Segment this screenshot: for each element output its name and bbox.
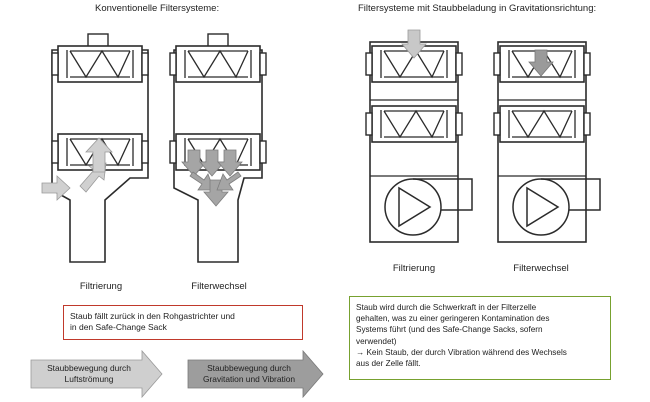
legend-gravity-line1: Staubbewegung durch <box>207 363 291 373</box>
note-gravity-line5: → Kein Staub, der durch Vibration währen… <box>356 347 567 357</box>
caption-conventional-change: Filterwechsel <box>191 281 247 292</box>
note-gravity-line4: verwendet) <box>356 336 397 346</box>
note-conventional-line2: in den Safe-Change Sack <box>70 322 167 332</box>
legend-gravity-line2: Gravitation und Vibration <box>202 373 296 384</box>
caption-conventional-filtration: Filtrierung <box>79 281 123 292</box>
title-conventional: Konventionelle Filtersysteme: <box>95 3 220 14</box>
note-gravity-line2: gehalten, was zu einer geringeren Kontam… <box>356 314 550 324</box>
legend-arrow-gravity <box>187 349 324 399</box>
caption-gravity-change: Filterwechsel <box>513 263 569 274</box>
legend-airflow-line2: Luftströmung <box>64 373 114 384</box>
gravity-arrows-change <box>181 149 243 207</box>
note-gravity-line1: Staub wird durch die Schwerkraft in der … <box>356 303 537 312</box>
legend-airflow-line1: Staubbewegung durch <box>47 363 131 373</box>
gravity-change-housing <box>493 41 601 243</box>
note-gravity: Staub wird durch die Schwerkraft in der … <box>349 296 611 380</box>
legend-arrow-airflow <box>30 349 163 399</box>
gravity-arrow-change <box>528 49 554 77</box>
note-gravity-line3: Systems führt (und des Safe-Change Sacks… <box>356 325 543 335</box>
legend-airflow-label: Staubbewegung durch Luftströmung <box>34 363 144 384</box>
conventional-change-housing <box>169 33 267 263</box>
gravity-arrow-filtration <box>401 29 427 59</box>
note-gravity-line6: aus der Zelle fällt. <box>356 359 421 369</box>
airflow-arrows-filtration <box>41 137 113 201</box>
gravity-filtration-housing <box>365 41 473 243</box>
note-conventional-line1: Staub fällt zurück in den Rohgastrichter… <box>70 311 235 321</box>
legend-gravity-label: Staubbewegung durch Gravitation und Vibr… <box>190 363 308 384</box>
note-conventional: Staub fällt zurück in den Rohgastrichter… <box>63 305 303 340</box>
caption-gravity-filtration: Filtrierung <box>392 263 436 274</box>
title-gravity: Filtersysteme mit Staubbeladung in Gravi… <box>358 3 597 14</box>
